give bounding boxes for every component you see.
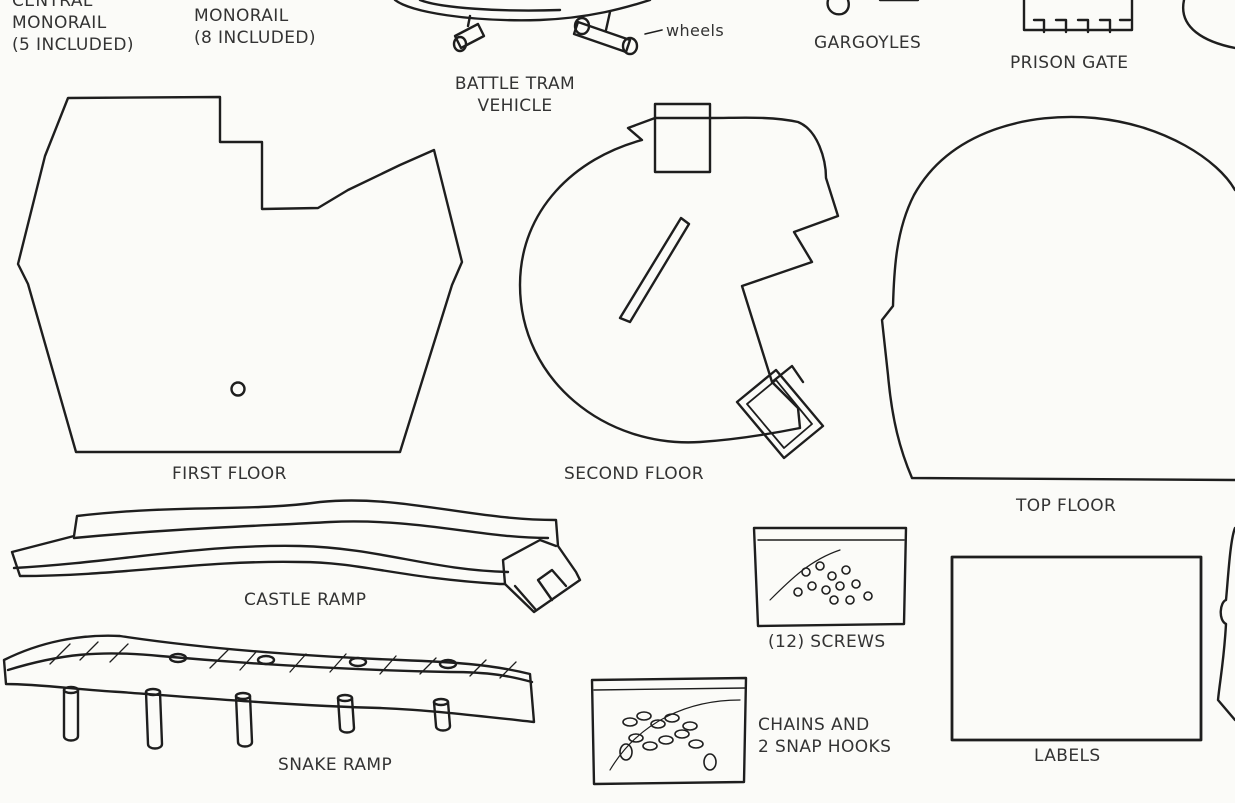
central-monorail-line-1: CENTRAL xyxy=(12,0,93,11)
battle-tram-line-1: BATTLE TRAM xyxy=(454,74,576,94)
battle-tram-vehicle xyxy=(395,0,662,54)
chains-line-1: CHAINS AND xyxy=(758,715,870,735)
gargoyle-icon xyxy=(828,0,918,14)
castle-ramp-label: CASTLE RAMP xyxy=(244,590,367,610)
snake-ramp-part xyxy=(4,636,534,749)
battle-tram-line-2: VEHICLE xyxy=(477,96,553,116)
chains-label: CHAINS AND 2 SNAP HOOKS xyxy=(758,714,891,758)
second-floor-label: SECOND FLOOR xyxy=(564,464,705,484)
battle-tram-label: BATTLE TRAM VEHICLE xyxy=(430,73,600,117)
partial-part-top-right xyxy=(1183,0,1235,48)
second-floor-part xyxy=(520,104,838,458)
monorail-line-2: (8 INCLUDED) xyxy=(194,28,316,48)
labels-sheet-part xyxy=(952,557,1201,740)
monorail-label: MONORAIL (8 INCLUDED) xyxy=(194,5,316,49)
chains-line-2: 2 SNAP HOOKS xyxy=(758,737,892,757)
central-monorail-label: CENTRAL MONORAIL (5 INCLUDED) xyxy=(12,0,134,56)
top-floor-label: TOP FLOOR xyxy=(1016,496,1117,516)
chains-bag xyxy=(592,678,746,784)
wheels-pointer xyxy=(645,30,662,34)
top-floor-part xyxy=(882,117,1235,480)
central-monorail-line-2: MONORAIL xyxy=(12,13,107,33)
monorail-line-1: MONORAIL xyxy=(194,6,289,26)
labels-sheet-label: LABELS xyxy=(1034,746,1101,766)
screws-label: (12) SCREWS xyxy=(768,632,886,652)
castle-ramp-part xyxy=(12,500,580,612)
wheels-label: wheels xyxy=(666,21,725,40)
first-floor-label: FIRST FLOOR xyxy=(172,464,287,484)
gargoyles-label: GARGOYLES xyxy=(814,33,922,53)
snake-ramp-label: SNAKE RAMP xyxy=(278,755,393,775)
prison-gate-icon xyxy=(1024,0,1132,32)
tram-wheel-right xyxy=(574,12,637,54)
central-monorail-line-3: (5 INCLUDED) xyxy=(12,35,134,55)
tram-wheel-left xyxy=(454,16,484,51)
screws-bag xyxy=(754,528,906,626)
prison-gate-label: PRISON GATE xyxy=(1010,53,1129,73)
partial-part-right xyxy=(1218,528,1235,720)
first-floor-part xyxy=(18,97,462,452)
